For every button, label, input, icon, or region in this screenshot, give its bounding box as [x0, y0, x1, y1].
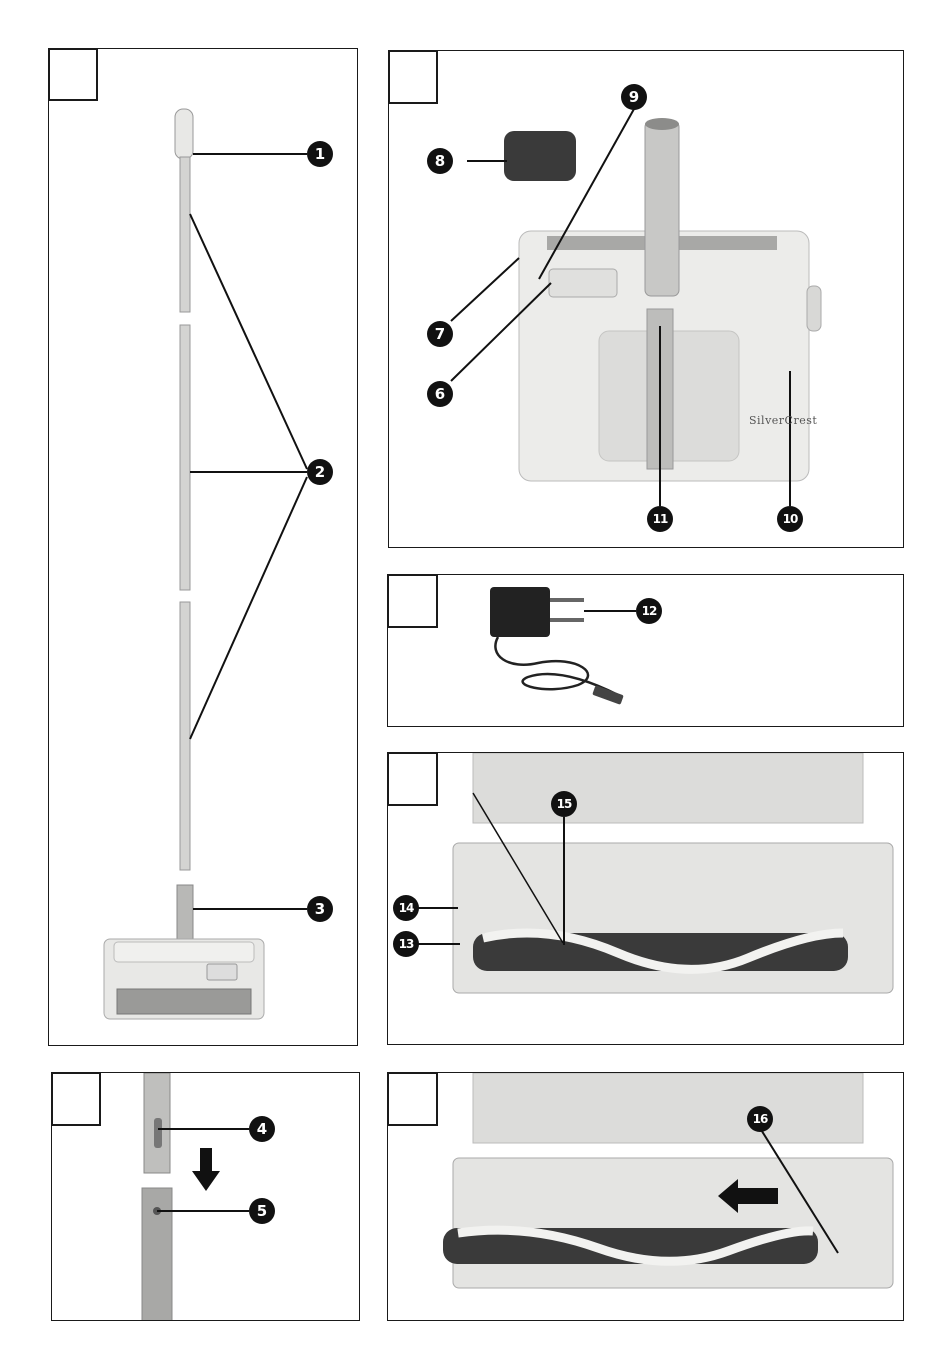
pole-upper-notch — [154, 1118, 162, 1148]
underside-top-body — [473, 1073, 863, 1143]
callout-15: 15 — [551, 791, 577, 817]
base-switch-button — [549, 269, 617, 297]
panel-base-unit: SilverCrest 9 8 7 6 11 10 — [388, 50, 904, 548]
base-unit-illustration — [389, 51, 904, 548]
underside-frame — [453, 1158, 893, 1288]
brush-removal-illustration — [388, 1073, 904, 1321]
panel-charger: 12 — [387, 574, 904, 727]
base-tube-opening — [645, 118, 679, 130]
insert-arrow — [192, 1148, 220, 1191]
handle-grip — [175, 109, 193, 159]
callout-5: 5 — [249, 1198, 275, 1224]
callout-16: 16 — [747, 1106, 773, 1132]
sweeper-base-switch — [207, 964, 237, 980]
pole-segment-bottom — [180, 602, 190, 870]
sweeper-assembly-illustration — [49, 49, 358, 1046]
underside-top-body — [473, 753, 863, 823]
callout-12: 12 — [636, 598, 662, 624]
brand-label: SilverCrest — [749, 414, 817, 427]
callout-3: 3 — [307, 896, 333, 922]
panel-brush-roller: 15 14 13 — [387, 752, 904, 1045]
charger-plug — [592, 685, 624, 705]
accessory-part-8 — [504, 131, 576, 181]
panel-brush-removal: 16 — [387, 1072, 904, 1321]
base-side-knob — [807, 286, 821, 331]
callout-14: 14 — [393, 895, 419, 921]
callout-1: 1 — [307, 141, 333, 167]
charger-body — [490, 587, 550, 637]
charger-cable — [495, 637, 618, 695]
sweeper-base-top — [114, 942, 254, 962]
handle-connection-illustration — [52, 1073, 360, 1321]
callout-8: 8 — [427, 148, 453, 174]
callout-11: 11 — [647, 506, 673, 532]
pole-segment-middle — [180, 325, 190, 590]
panel-sweeper-assembly: 1 2 3 — [48, 48, 358, 1046]
pole-segment-top — [180, 157, 190, 312]
callout-6: 6 — [427, 381, 453, 407]
callout-4: 4 — [249, 1116, 275, 1142]
panel-handle-connection: 4 5 — [51, 1072, 360, 1321]
callout-7: 7 — [427, 321, 453, 347]
base-tube — [645, 121, 679, 296]
callout-2: 2 — [307, 459, 333, 485]
brush-roller-illustration — [388, 753, 904, 1045]
callout-9: 9 — [621, 84, 647, 110]
callout-10: 10 — [777, 506, 803, 532]
callout-13: 13 — [393, 931, 419, 957]
sweeper-base-brush-slot — [117, 989, 251, 1014]
